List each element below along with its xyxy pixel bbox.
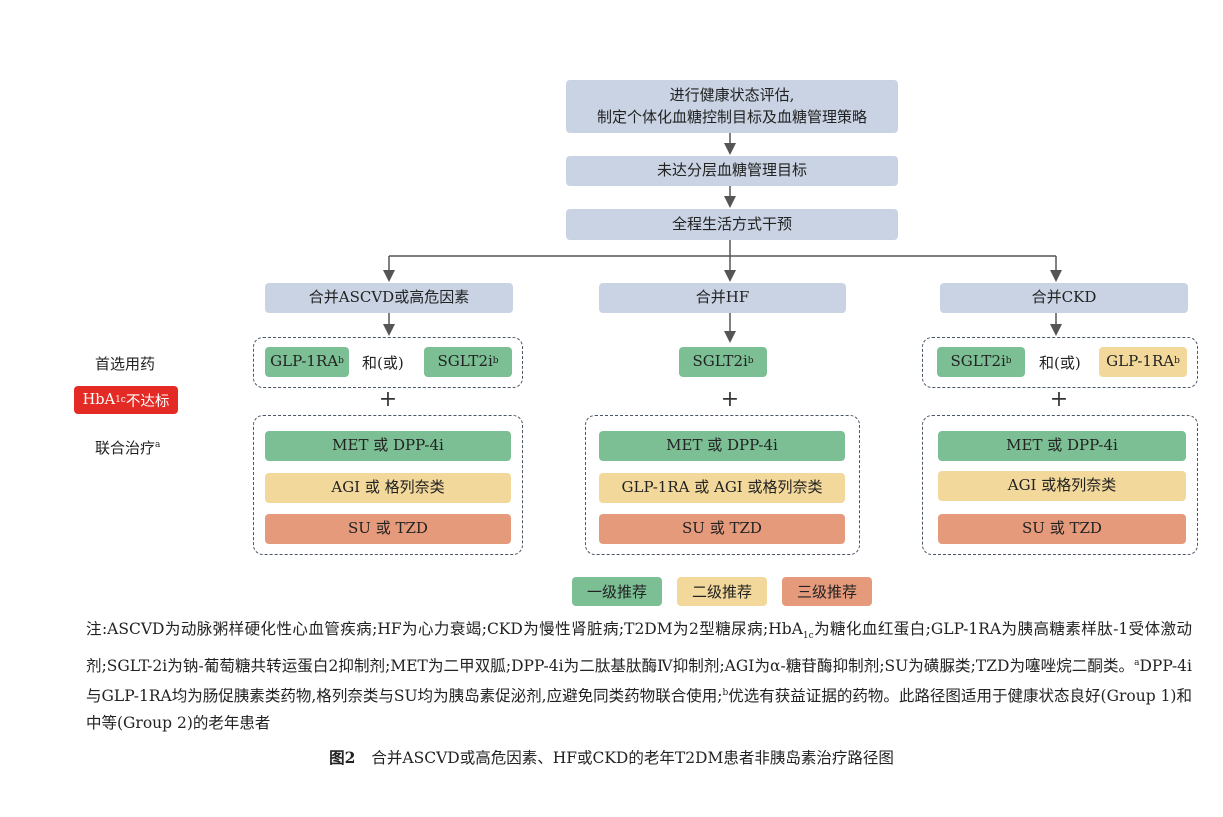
- ascvd-glp1ra-sup: b: [338, 356, 344, 367]
- ascvd-sglt2i-sup: b: [492, 356, 499, 367]
- ascvd-plus: +: [378, 387, 398, 412]
- caption-text: 合并ASCVD或高危因素、HF或CKD的老年T2DM患者非胰岛素治疗路径图: [371, 749, 894, 767]
- assessment-line2: 制定个体化血糖控制目标及血糖管理策略: [596, 107, 867, 126]
- ckd-sglt2i-sup: b: [1005, 356, 1012, 367]
- ascvd-combo-group: [253, 415, 523, 555]
- figure-caption: 图2 合并ASCVD或高危因素、HF或CKD的老年T2DM患者非胰岛素治疗路径图: [0, 746, 1223, 768]
- first-line-label: 首选用药: [95, 355, 156, 373]
- legend-level3: 三级推荐: [782, 577, 872, 606]
- target-not-met-box: 未达分层血糖管理目标: [566, 156, 898, 186]
- ckd-glp1ra-sup: b: [1174, 356, 1180, 367]
- hf-combo-met: MET 或 DPP-4i: [599, 431, 845, 461]
- combo-label-sup: a: [155, 440, 161, 450]
- ascvd-combo-met: MET 或 DPP-4i: [265, 431, 511, 461]
- hf-combo-su: SU 或 TZD: [599, 514, 845, 544]
- hba-sub: 1c: [115, 395, 126, 405]
- ckd-and-or: 和(或): [1039, 354, 1081, 372]
- ascvd-combo-su: SU 或 TZD: [265, 514, 511, 544]
- branch-ascvd-title: 合并ASCVD或高危因素: [265, 283, 513, 313]
- ascvd-glp1ra-label: GLP-1RA: [270, 352, 339, 371]
- ckd-first-line-group: [922, 337, 1198, 388]
- ckd-combo-su: SU 或 TZD: [938, 514, 1186, 544]
- hba-suffix: 不达标: [125, 393, 170, 410]
- caption-label: 图2: [329, 748, 356, 767]
- hf-combo-group: [585, 415, 860, 555]
- ckd-glp1ra-label: GLP-1RA: [1106, 352, 1175, 371]
- assessment-line1: 进行健康状态评估,: [669, 85, 795, 104]
- hba-prefix: HbA: [82, 392, 116, 408]
- note-part2: 为糖化血红蛋白;GLP-1RA为胰高糖素样肽-1受体激动剂;SGLT-2i为钠-…: [86, 620, 1192, 676]
- ascvd-and-or: 和(或): [362, 354, 404, 372]
- ascvd-sglt2i-label: SGLT2i: [437, 352, 493, 371]
- hf-sglt2i-label: SGLT2i: [692, 352, 748, 371]
- legend-level2: 二级推荐: [677, 577, 767, 606]
- legend-level1: 一级推荐: [572, 577, 662, 606]
- lifestyle-box: 全程生活方式干预: [566, 209, 898, 240]
- note-part3: DPP-4i与GLP-1RA均为肠促胰素类药物,格列奈类与SU均为胰岛素促泌剂,…: [86, 657, 1192, 706]
- ascvd-first-line-group: [253, 337, 523, 388]
- ckd-sglt2i-label: SGLT2i: [950, 352, 1006, 371]
- hf-sglt2i-sup: b: [747, 356, 754, 367]
- branch-ckd-title: 合并CKD: [940, 283, 1188, 313]
- hf-combo-glp1ra: GLP-1RA 或 AGI 或格列奈类: [599, 473, 845, 503]
- note-part1: 注:ASCVD为动脉粥样硬化性心血管疾病;HF为心力衰竭;CKD为慢性肾脏病;T…: [86, 620, 803, 638]
- figure-note: 注:ASCVD为动脉粥样硬化性心血管疾病;HF为心力衰竭;CKD为慢性肾脏病;T…: [86, 616, 1192, 737]
- note-sub: 1c: [802, 631, 814, 642]
- ckd-plus: +: [1049, 387, 1069, 412]
- ascvd-combo-agi: AGI 或 格列奈类: [265, 473, 511, 503]
- note-sup-b: b: [722, 688, 729, 699]
- note-sup-a: a: [1134, 658, 1140, 669]
- ckd-combo-agi: AGI 或格列奈类: [938, 471, 1186, 501]
- ckd-combo-group: [922, 415, 1198, 555]
- assessment-box: 进行健康状态评估, 制定个体化血糖控制目标及血糖管理策略: [566, 80, 898, 133]
- combo-label-text: 联合治疗: [95, 439, 156, 457]
- note-part4: 优选有获益证据的药物。此路径图适用于健康状态良好(Group 1)和中等(Gro…: [86, 687, 1192, 733]
- hf-plus: +: [720, 387, 740, 412]
- combo-therapy-label: 联合治疗a: [95, 437, 160, 458]
- ckd-combo-met: MET 或 DPP-4i: [938, 431, 1186, 461]
- branch-hf-title: 合并HF: [599, 283, 846, 313]
